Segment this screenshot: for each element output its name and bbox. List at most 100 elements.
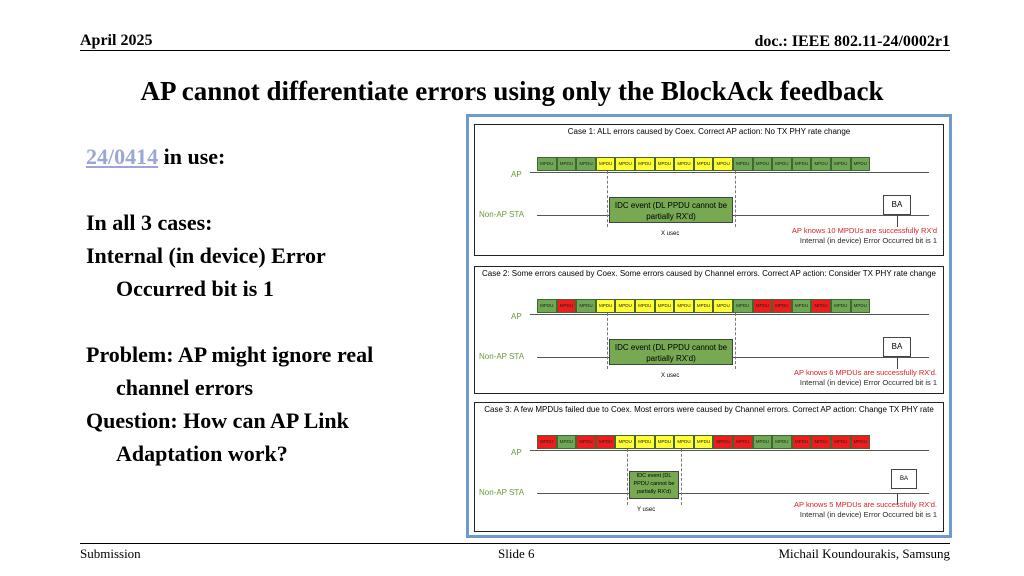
blockack-box: BA xyxy=(891,469,917,489)
mpdu-cell: MPDU xyxy=(693,435,714,449)
mpdu-cell: MPDU xyxy=(850,299,871,313)
bullet-problem-a: Problem: AP might ignore real xyxy=(86,342,374,367)
mpdu-cell: MPDU xyxy=(556,435,577,449)
ap-timeline xyxy=(530,172,929,173)
ap-label: AP xyxy=(511,448,522,457)
ba-arrow xyxy=(897,493,898,505)
mpdu-cell: MPDU xyxy=(537,435,557,449)
mpdu-cell: MPDU xyxy=(830,157,851,171)
bullet-cases: In all 3 cases: xyxy=(86,210,213,235)
non-ap-sta-label: Non-AP STA xyxy=(479,352,525,361)
mpdu-cell: MPDU xyxy=(752,435,773,449)
mpdu-cell: MPDU xyxy=(713,299,733,313)
header-doc-id: doc.: IEEE 802.11-24/0002r1 xyxy=(754,33,950,50)
mpdu-cell: MPDU xyxy=(556,157,577,171)
mpdu-cell: MPDU xyxy=(595,299,616,313)
mpdu-cell: MPDU xyxy=(576,157,596,171)
bullet-error-bit-b: Occurred bit is 1 xyxy=(116,276,274,301)
mpdu-cell: MPDU xyxy=(654,299,675,313)
mpdu-cell: MPDU xyxy=(693,299,714,313)
mpdu-cell: MPDU xyxy=(732,435,753,449)
note-line-success: AP knows 5 MPDUs are successfully RX'd. xyxy=(793,500,937,509)
idc-event-box: IDC event (DL PPDU cannot be partially R… xyxy=(629,471,679,499)
note-line-success: AP knows 6 MPDUs are successfully RX'd. xyxy=(793,368,937,377)
footer-submission: Submission xyxy=(80,546,141,561)
sta-timeline xyxy=(537,215,929,216)
header-divider xyxy=(80,50,950,51)
mpdu-cell: MPDU xyxy=(595,157,616,171)
mpdu-cell: MPDU xyxy=(811,299,831,313)
mpdu-cell: MPDU xyxy=(634,299,655,313)
case-title: Case 2: Some errors caused by Coex. Some… xyxy=(482,269,936,278)
spacer xyxy=(86,305,446,338)
mpdu-cell: MPDU xyxy=(537,157,557,171)
mpdu-cell: MPDU xyxy=(752,157,773,171)
mpdu-cell: MPDU xyxy=(791,157,812,171)
ap-label: AP xyxy=(511,170,522,179)
ap-timeline xyxy=(530,314,929,315)
bullet-list: 24/0414 in use: In all 3 cases: Internal… xyxy=(86,140,446,470)
header-date: April 2025 xyxy=(80,32,153,49)
mpdu-cell: MPDU xyxy=(732,157,753,171)
mpdu-cell: MPDU xyxy=(713,435,733,449)
case-title: Case 3: A few MPDUs failed due to Coex. … xyxy=(484,405,934,414)
idc-event-box: IDC event (DL PPDU cannot be partially R… xyxy=(609,339,733,365)
mpdu-cell: MPDU xyxy=(615,157,635,171)
mpdu-cell: MPDU xyxy=(772,299,792,313)
duration-label: X usec xyxy=(661,373,680,379)
ref-suffix: in use: xyxy=(158,144,226,169)
mpdu-cell: MPDU xyxy=(556,299,577,313)
ap-label: AP xyxy=(511,312,522,321)
mpdu-cell: MPDU xyxy=(615,435,635,449)
duration-label: X usec xyxy=(661,231,680,237)
mpdu-cell: MPDU xyxy=(654,157,675,171)
mpdu-cell: MPDU xyxy=(674,157,694,171)
mpdu-cell: MPDU xyxy=(634,435,655,449)
mpdu-cell: MPDU xyxy=(674,299,694,313)
footer-divider xyxy=(80,543,950,544)
case-panel-3: Case 3: A few MPDUs failed due to Coex. … xyxy=(474,402,944,532)
marker-line-right xyxy=(735,171,736,227)
mpdu-cell: MPDU xyxy=(830,299,851,313)
mpdu-cell: MPDU xyxy=(634,157,655,171)
blockack-box: BA xyxy=(883,195,911,215)
bullet-question-a: Question: How can AP Link xyxy=(86,408,349,433)
mpdu-cell: MPDU xyxy=(654,435,675,449)
marker-line-right xyxy=(735,313,736,369)
ap-knowledge-note: AP knows 5 MPDUs are successfully RX'd.I… xyxy=(794,500,937,520)
non-ap-sta-label: Non-AP STA xyxy=(479,210,525,219)
sta-timeline xyxy=(537,493,929,494)
note-line-error-bit: Internal (in device) Error Occurred bit … xyxy=(799,236,937,245)
mpdu-cell: MPDU xyxy=(752,299,773,313)
blockack-box: BA xyxy=(883,337,911,357)
marker-line-left xyxy=(607,313,608,369)
mpdu-cell: MPDU xyxy=(713,157,733,171)
mpdu-cell: MPDU xyxy=(772,435,792,449)
ba-arrow xyxy=(897,357,898,369)
mpdu-cell: MPDU xyxy=(615,299,635,313)
marker-line-right xyxy=(681,449,682,505)
idc-event-box: IDC event (DL PPDU cannot be partially R… xyxy=(609,197,733,223)
mpdu-cell: MPDU xyxy=(576,435,596,449)
sta-timeline xyxy=(537,357,929,358)
footer-slide-number: Slide 6 xyxy=(498,546,535,561)
mpdu-cell: MPDU xyxy=(772,157,792,171)
marker-line-left xyxy=(627,449,628,505)
mpdu-cell: MPDU xyxy=(693,157,714,171)
note-line-success: AP knows 10 MPDUs are successfully RX'd xyxy=(791,226,937,235)
case-title: Case 1: ALL errors caused by Coex. Corre… xyxy=(567,127,851,136)
spacer xyxy=(86,173,446,206)
ref-link[interactable]: 24/0414 xyxy=(86,144,159,169)
mpdu-cell: MPDU xyxy=(850,157,871,171)
slide-title: AP cannot differentiate errors using onl… xyxy=(140,76,884,106)
mpdu-cell: MPDU xyxy=(674,435,694,449)
note-line-error-bit: Internal (in device) Error Occurred bit … xyxy=(799,510,937,519)
non-ap-sta-label: Non-AP STA xyxy=(479,488,525,497)
ap-knowledge-note: AP knows 6 MPDUs are successfully RX'd.I… xyxy=(794,368,937,388)
mpdu-cell: MPDU xyxy=(537,299,557,313)
bullet-problem-b: channel errors xyxy=(116,375,254,400)
